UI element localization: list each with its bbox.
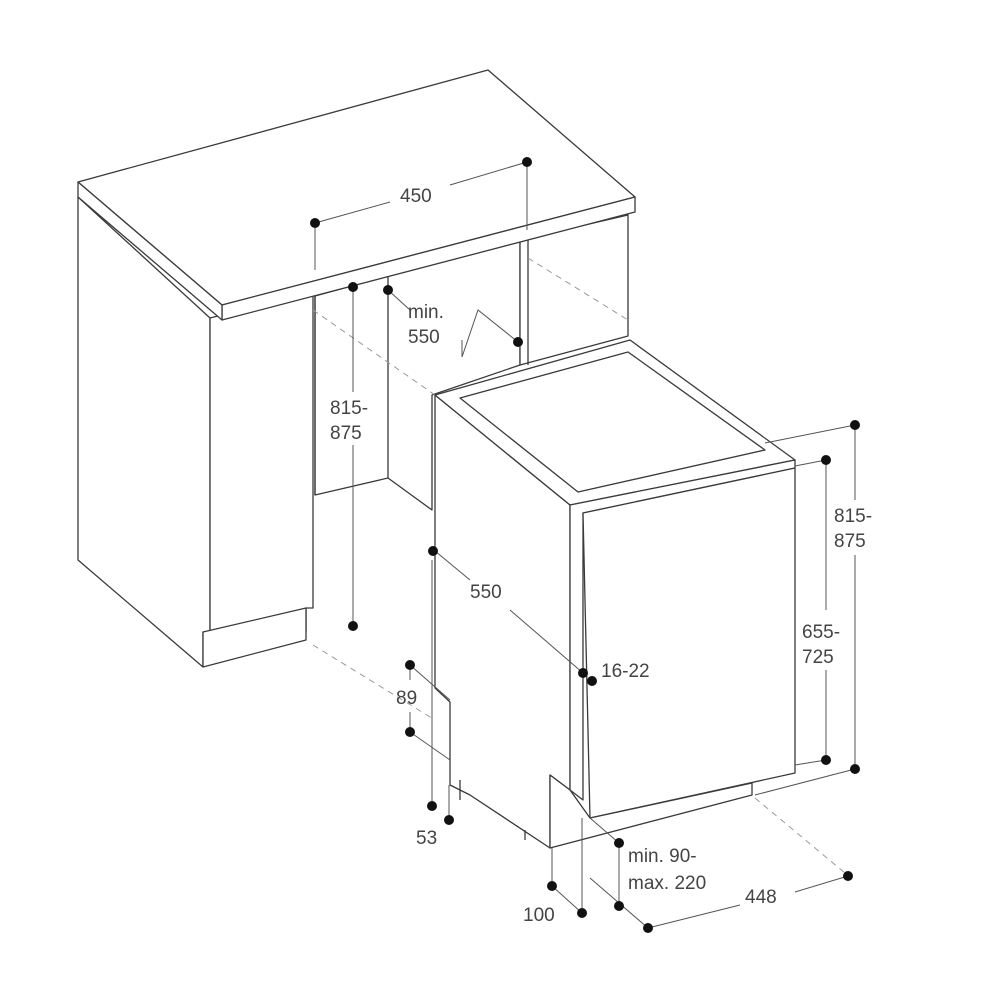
dim-dot (577, 908, 587, 918)
dishwasher-door (582, 467, 796, 819)
cabinet-front-post (209, 291, 314, 633)
dim-dot (587, 676, 597, 686)
dim-dot (850, 420, 860, 430)
label-plinth-range-line1: min. 90- (628, 846, 697, 867)
label-niche-height-line1: 815- (330, 398, 368, 419)
label-depth-550: 550 (470, 582, 502, 603)
dimension-dots (310, 157, 860, 933)
label-height-right-line1: 815- (834, 506, 872, 527)
label-plinth-range-line2: max. 220 (628, 873, 706, 894)
label-niche-height-line2: 875 (330, 423, 362, 444)
dimension-labels: 450 min. 550 815- 875 550 16-22 815- 875… (330, 186, 872, 926)
dim-dot (427, 801, 437, 811)
label-width-448: 448 (745, 887, 777, 908)
dim-dot (310, 218, 320, 228)
dim-dot (614, 838, 624, 848)
dim-dot (547, 881, 557, 891)
label-door-height-line1: 655- (802, 622, 840, 643)
dim-dot (643, 923, 653, 933)
label-width-450: 450 (400, 186, 432, 207)
label-min-550-line1: min. (408, 302, 444, 323)
dim-dot (578, 668, 588, 678)
label-door-height-line2: 725 (802, 647, 834, 668)
dim-dot (513, 337, 523, 347)
label-height-right-line2: 875 (834, 531, 866, 552)
label-plinth-89: 89 (396, 688, 417, 709)
dim-dot (383, 285, 393, 295)
dishwasher-unit (434, 339, 796, 849)
dim-dot (405, 727, 415, 737)
label-recess-100: 100 (523, 905, 555, 926)
dim-dot (843, 871, 853, 881)
dim-dot (444, 815, 454, 825)
dim-dot (850, 764, 860, 774)
dimension-lines (314, 161, 856, 929)
dim-dot (821, 755, 831, 765)
dim-dot (348, 621, 358, 631)
kitchen-cabinet (77, 69, 636, 668)
label-min-550-line2: 550 (408, 327, 440, 348)
label-door-thickness: 16-22 (601, 661, 650, 682)
countertop-side-edge (77, 181, 223, 321)
label-foot-53: 53 (416, 828, 437, 849)
dim-dot (428, 546, 438, 556)
dim-dot (614, 901, 624, 911)
dim-dot (522, 157, 532, 167)
dim-dot (821, 455, 831, 465)
dim-dot (405, 660, 415, 670)
cabinet-plinth (202, 607, 307, 668)
dishwasher-top-panel (459, 351, 766, 493)
dim-dot (348, 282, 358, 292)
hidden-lines (312, 257, 846, 874)
dishwasher-plinth (549, 774, 753, 849)
